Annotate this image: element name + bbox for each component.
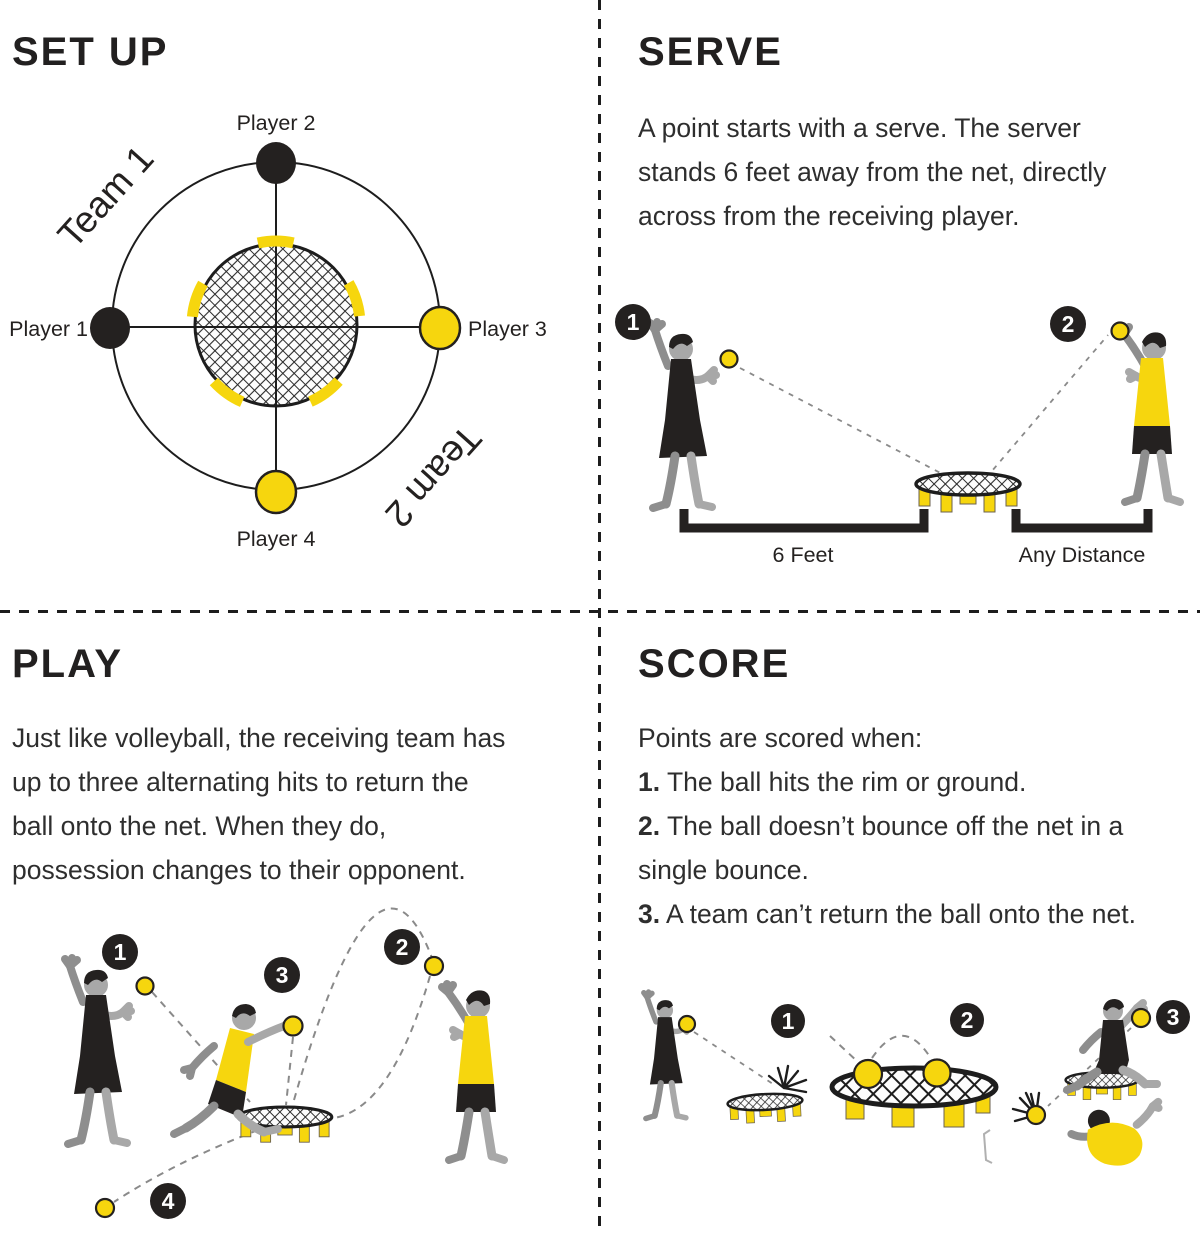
receive-trajectory-line [985, 334, 1109, 479]
svg-text:3: 3 [1167, 1004, 1180, 1030]
score-rule2-badge: 2 [950, 1003, 984, 1037]
serve-diagram: 1 2 6 Feet Any Distance [615, 304, 1200, 567]
net-rim-segments [186, 235, 366, 415]
play-diagram: 1 2 3 4 [20, 907, 580, 1219]
serve-paragraph: A point starts with a serve. The server … [638, 113, 1107, 231]
play-step1-badge: 1 [102, 934, 138, 970]
play-title: PLAY [12, 642, 124, 686]
score-rule1-badge: 1 [771, 1004, 805, 1038]
double-bounce-arc [871, 1034, 931, 1059]
ball-icon [1110, 321, 1130, 341]
score-rules-list: Points are scored when: 1. The ball hits… [638, 723, 1136, 929]
bouncing-ball-icon [852, 1058, 884, 1090]
score-diagram: 1 2 3 [610, 985, 1190, 1180]
ball-icon [1130, 1007, 1152, 1029]
player2-label: Player 2 [237, 111, 316, 135]
ball-icon [94, 1197, 116, 1219]
serve-trajectory-line [739, 367, 951, 479]
play-step4-badge: 4 [150, 1183, 186, 1219]
score-rule3-badge: 3 [1156, 1000, 1190, 1034]
team2-label: Team 2 [377, 418, 489, 536]
impact-burst-icon [767, 1064, 808, 1094]
ball-icon [282, 1015, 304, 1037]
net-icon [914, 471, 1022, 514]
svg-text:1: 1 [114, 939, 127, 965]
ball-icon [677, 1014, 697, 1034]
diving-figure [1069, 1093, 1160, 1169]
missed-return-trajectory [1047, 1027, 1132, 1107]
setup-diagram: Player 1 Player 2 Player 3 Player 4 Team… [9, 111, 547, 551]
vertical-divider [598, 0, 601, 1233]
svg-text:1: 1 [782, 1008, 795, 1034]
incoming-trajectory [829, 1035, 859, 1063]
play-paragraph: Just like volleyball, the receiving team… [12, 723, 506, 885]
svg-text:3: 3 [276, 962, 289, 988]
player4-dot [254, 469, 298, 515]
svg-text:2: 2 [396, 934, 409, 960]
play-step3-badge: 3 [264, 957, 300, 993]
any-distance-bracket [1011, 509, 1153, 533]
ball-icon [719, 349, 739, 369]
svg-text:1: 1 [627, 309, 640, 335]
serve-step1-badge: 1 [615, 304, 651, 340]
hit4-trajectory [113, 1129, 259, 1203]
player4-label: Player 4 [237, 527, 316, 551]
impact-burst-icon [1011, 1091, 1041, 1123]
any-distance-label: Any Distance [1019, 543, 1146, 567]
rim-hit-trajectory [693, 1031, 777, 1087]
team1-label: Team 1 [50, 138, 162, 256]
six-feet-label: 6 Feet [773, 543, 834, 567]
return-arc-trajectory [333, 975, 431, 1119]
net-icon [725, 1090, 805, 1126]
hit3-trajectory [285, 1036, 294, 1106]
setup-title: SET UP [12, 30, 169, 74]
bouncing-ball-icon [922, 1058, 952, 1088]
server-figure [650, 322, 716, 508]
player1-dot [90, 307, 130, 349]
player1-label: Player 1 [9, 317, 88, 341]
stray-mark [982, 1129, 993, 1164]
player2-dot [256, 142, 296, 184]
horizontal-divider [0, 610, 1200, 613]
score-title: SCORE [638, 642, 791, 686]
bounce-arc-trajectory [293, 907, 433, 1101]
receiver-figure [1118, 326, 1180, 502]
ball-icon [135, 976, 155, 996]
player-figure-yellow [442, 984, 504, 1160]
court-cross-lines [112, 163, 440, 489]
six-feet-bracket [679, 509, 929, 533]
ball-icon [423, 955, 445, 977]
svg-text:2: 2 [961, 1007, 974, 1033]
svg-text:4: 4 [162, 1188, 175, 1214]
hitter-figure [644, 992, 689, 1118]
play-step2-badge: 2 [384, 929, 420, 965]
player3-dot [418, 305, 462, 351]
ball-icon [1025, 1104, 1047, 1126]
player3-label: Player 3 [468, 317, 547, 341]
serve-step2-badge: 2 [1050, 306, 1086, 342]
svg-text:2: 2 [1062, 311, 1075, 337]
player-figure-black [65, 958, 131, 1144]
serve-title: SERVE [638, 30, 783, 74]
